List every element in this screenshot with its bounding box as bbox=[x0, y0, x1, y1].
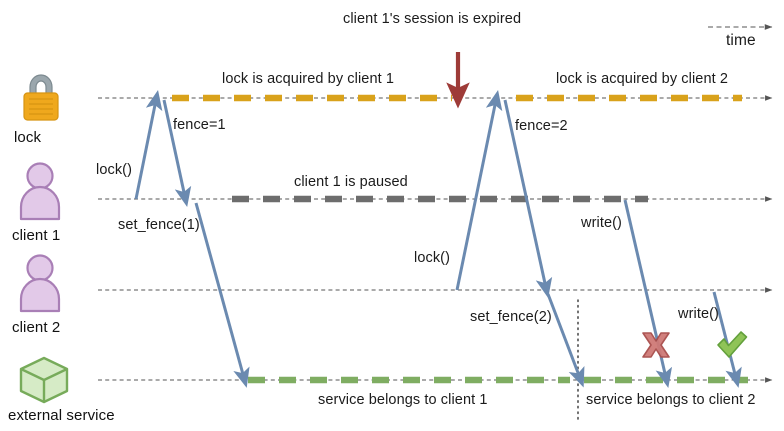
actor-label-client-1: client 1 bbox=[12, 227, 61, 244]
message-label-lock-1: lock() bbox=[96, 162, 133, 178]
time-axis-label: time bbox=[726, 32, 756, 49]
lane-state-segments bbox=[172, 94, 748, 384]
person-icon-client-2 bbox=[19, 254, 61, 313]
padlock-icon bbox=[23, 74, 59, 121]
annotation-lock-by-client-2: lock is acquired by client 2 bbox=[556, 71, 729, 87]
message-label-set-fence-1: set_fence(1) bbox=[118, 217, 200, 233]
annotation-lock-by-client-1: lock is acquired by client 1 bbox=[222, 71, 395, 87]
person-icon-client-1 bbox=[19, 162, 61, 221]
message-label-set-fence-2: set_fence(2) bbox=[470, 309, 552, 325]
message-label-fence-1: fence=1 bbox=[173, 117, 226, 133]
annotation-service-belongs-client-2: service belongs to client 2 bbox=[586, 392, 756, 408]
annotation-client-1-paused: client 1 is paused bbox=[294, 174, 408, 190]
red-x-icon bbox=[642, 332, 670, 358]
arrow-fence-1 bbox=[162, 99, 192, 207]
arrow-lock-1 bbox=[134, 90, 163, 200]
actor-label-lock: lock bbox=[14, 129, 42, 146]
actor-label-external-service: external service bbox=[8, 407, 115, 424]
message-label-lock-2: lock() bbox=[414, 250, 451, 266]
green-check-icon bbox=[717, 331, 748, 358]
message-label-write-client-2: write() bbox=[678, 306, 719, 322]
session-expired-note: client 1's session is expired bbox=[343, 11, 522, 27]
message-label-write-client-1: write() bbox=[581, 215, 622, 231]
lane-baselines bbox=[98, 95, 773, 383]
arrow-set-fence-2 bbox=[546, 293, 585, 388]
actor-label-client-2: client 2 bbox=[12, 319, 61, 336]
arrow-fence-2 bbox=[503, 99, 553, 298]
cube-icon bbox=[19, 356, 69, 404]
annotation-service-belongs-client-1: service belongs to client 1 bbox=[318, 392, 488, 408]
arrow-set-fence-1 bbox=[194, 202, 250, 388]
arrow-write-client2 bbox=[712, 291, 742, 388]
message-label-fence-2: fence=2 bbox=[515, 118, 568, 134]
arrow-lock-2 bbox=[455, 90, 503, 291]
